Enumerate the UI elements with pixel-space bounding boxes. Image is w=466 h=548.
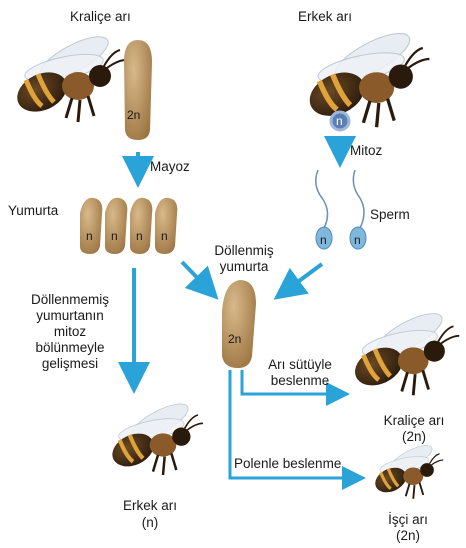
- egg-n-1: n: [86, 228, 93, 244]
- sperm-n-1: n: [320, 232, 327, 248]
- egg-cell-row: [80, 198, 177, 254]
- queen-bee-result-icon: [349, 306, 459, 395]
- fertilized-egg-icon: [222, 280, 256, 368]
- meiosis-label: Mayoz: [150, 159, 190, 175]
- pollen-feeding-label: Polenle beslenme: [234, 456, 341, 472]
- egg-n-2: n: [111, 228, 118, 244]
- worker-bee-icon: [371, 440, 443, 498]
- fertilized-label-2: yumurta: [204, 259, 284, 275]
- egg-n-3: n: [136, 228, 143, 244]
- queen-result-label-2: (2n): [366, 429, 462, 445]
- drone-result-label-1: Erkek arı: [110, 498, 190, 514]
- egg-label: Yumurta: [8, 203, 58, 219]
- egg-n-4: n: [161, 228, 168, 244]
- unfertilized-line-3: mitoz: [20, 324, 120, 340]
- sperm-n-2: n: [354, 232, 361, 248]
- queen-title: Kraliçe arı: [70, 9, 131, 25]
- drone-title: Erkek arı: [298, 9, 352, 25]
- unfertilized-line-5: gelişmesi: [20, 356, 120, 372]
- unfertilized-line-1: Döllenmemiş: [20, 292, 120, 308]
- drone-chromosome-label: n: [336, 113, 343, 129]
- drone-bee-result-icon: [107, 397, 203, 475]
- drone-result-label-2: (n): [110, 515, 190, 531]
- egg-cell-icon: [124, 40, 152, 140]
- drone-bee-icon: [303, 25, 430, 128]
- unfertilized-line-2: yumurtanın: [20, 308, 120, 324]
- fertilized-label-1: Döllenmiş: [204, 243, 284, 259]
- queen-chromosome-label: 2n: [127, 107, 140, 123]
- worker-label-1: İşçi arı: [368, 512, 448, 528]
- queen-bee-icon: [11, 29, 126, 122]
- unfertilized-line-4: bölünmeyle: [20, 340, 120, 356]
- royal-jelly-line-1: Arı sütüyle: [250, 357, 350, 373]
- royal-jelly-line-2: beslenme: [250, 373, 350, 389]
- sperm-label: Sperm: [370, 207, 410, 223]
- mitosis-label: Mitoz: [350, 143, 382, 159]
- queen-result-label-1: Kraliçe arı: [366, 413, 462, 429]
- worker-label-2: (2n): [368, 528, 448, 544]
- fertilized-chromosome-label: 2n: [228, 331, 241, 347]
